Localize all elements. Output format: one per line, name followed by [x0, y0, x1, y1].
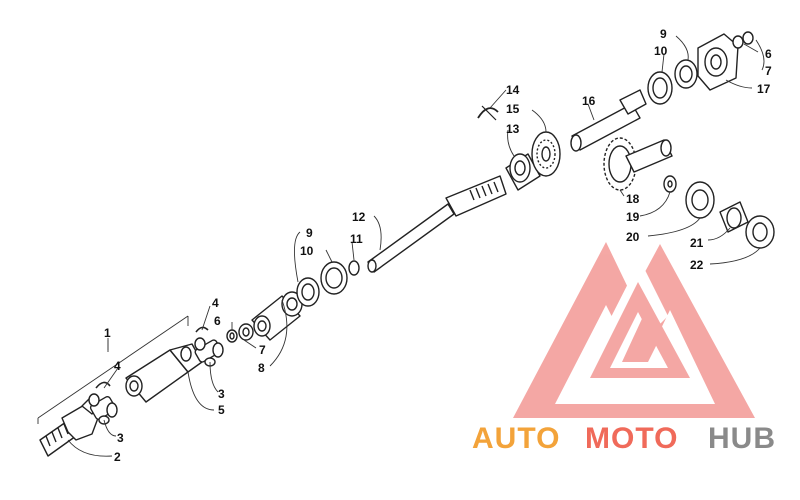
cross-bearing-part-3-upper	[194, 337, 224, 367]
callout-11: 11	[350, 232, 363, 246]
bearing-part-21	[719, 201, 749, 233]
callout-9-middle: 9	[306, 226, 313, 240]
callout-4-lower: 4	[114, 359, 121, 373]
gear-part-18	[603, 137, 673, 191]
housing-part-17	[697, 33, 739, 91]
callout-20: 20	[626, 230, 640, 244]
callout-5: 5	[218, 403, 225, 417]
snap-ring-part-14	[477, 105, 499, 121]
yoke-part-8	[251, 291, 303, 341]
callout-10-upper: 10	[654, 44, 668, 58]
bearing-part-20	[685, 181, 715, 219]
ring-part-11	[348, 260, 360, 276]
washer-part-6-middle	[226, 329, 238, 343]
bearing-part-10-middle	[320, 261, 348, 295]
callout-12: 12	[352, 210, 366, 224]
callout-14: 14	[506, 83, 520, 97]
snap-ring-part-4-upper	[195, 326, 209, 333]
snap-ring-part-4-lower	[95, 381, 111, 389]
callout-21: 21	[690, 236, 704, 250]
washer-part-19	[663, 175, 677, 193]
callout-7-middle: 7	[259, 343, 266, 357]
callout-18: 18	[626, 192, 640, 206]
callout-13: 13	[506, 122, 520, 136]
callout-19: 19	[626, 210, 640, 224]
shaft-part-12	[367, 175, 507, 273]
center-yoke-part-5	[125, 343, 203, 403]
callout-16: 16	[582, 94, 596, 108]
callout-10-middle: 10	[300, 244, 314, 258]
leader-lines	[37, 35, 765, 457]
watermark-text: AUTO MOTO HUB	[472, 422, 776, 455]
callout-3-upper: 3	[218, 387, 225, 401]
ring-part-7-upper	[742, 31, 754, 45]
bearing-part-9-middle	[296, 277, 320, 307]
washer-part-6-upper	[732, 35, 744, 49]
watermark-hub: HUB	[708, 422, 776, 455]
watermark-logo-icon	[513, 242, 755, 418]
callout-7-upper: 7	[765, 64, 772, 78]
callout-9-upper: 9	[660, 27, 667, 41]
callout-8: 8	[258, 361, 265, 375]
bearing-part-22	[745, 215, 775, 249]
bearing-part-9-upper	[674, 59, 698, 89]
watermark-moto: MOTO	[585, 422, 678, 455]
watermark-auto: AUTO	[472, 422, 560, 455]
shaft-part-16	[570, 89, 647, 152]
bushing-part-7-middle	[238, 323, 254, 341]
bearing-part-13	[505, 153, 541, 191]
callout-labels: 1 2 3 3 4 4 5 6 6 7 7 8 9 9 10 10 11 12 …	[104, 27, 772, 464]
callout-3-lower: 3	[117, 431, 124, 445]
gear-part-15	[531, 131, 561, 177]
bearing-part-10-upper	[647, 71, 673, 105]
yoke-part-2	[39, 395, 101, 457]
callout-6-middle: 6	[214, 314, 221, 328]
callout-4-upper: 4	[212, 296, 219, 310]
callout-1: 1	[104, 326, 111, 340]
callout-2: 2	[114, 450, 121, 464]
callout-22: 22	[690, 258, 704, 272]
callout-15: 15	[506, 102, 520, 116]
callout-17: 17	[757, 82, 771, 96]
callout-6-upper: 6	[765, 47, 772, 61]
